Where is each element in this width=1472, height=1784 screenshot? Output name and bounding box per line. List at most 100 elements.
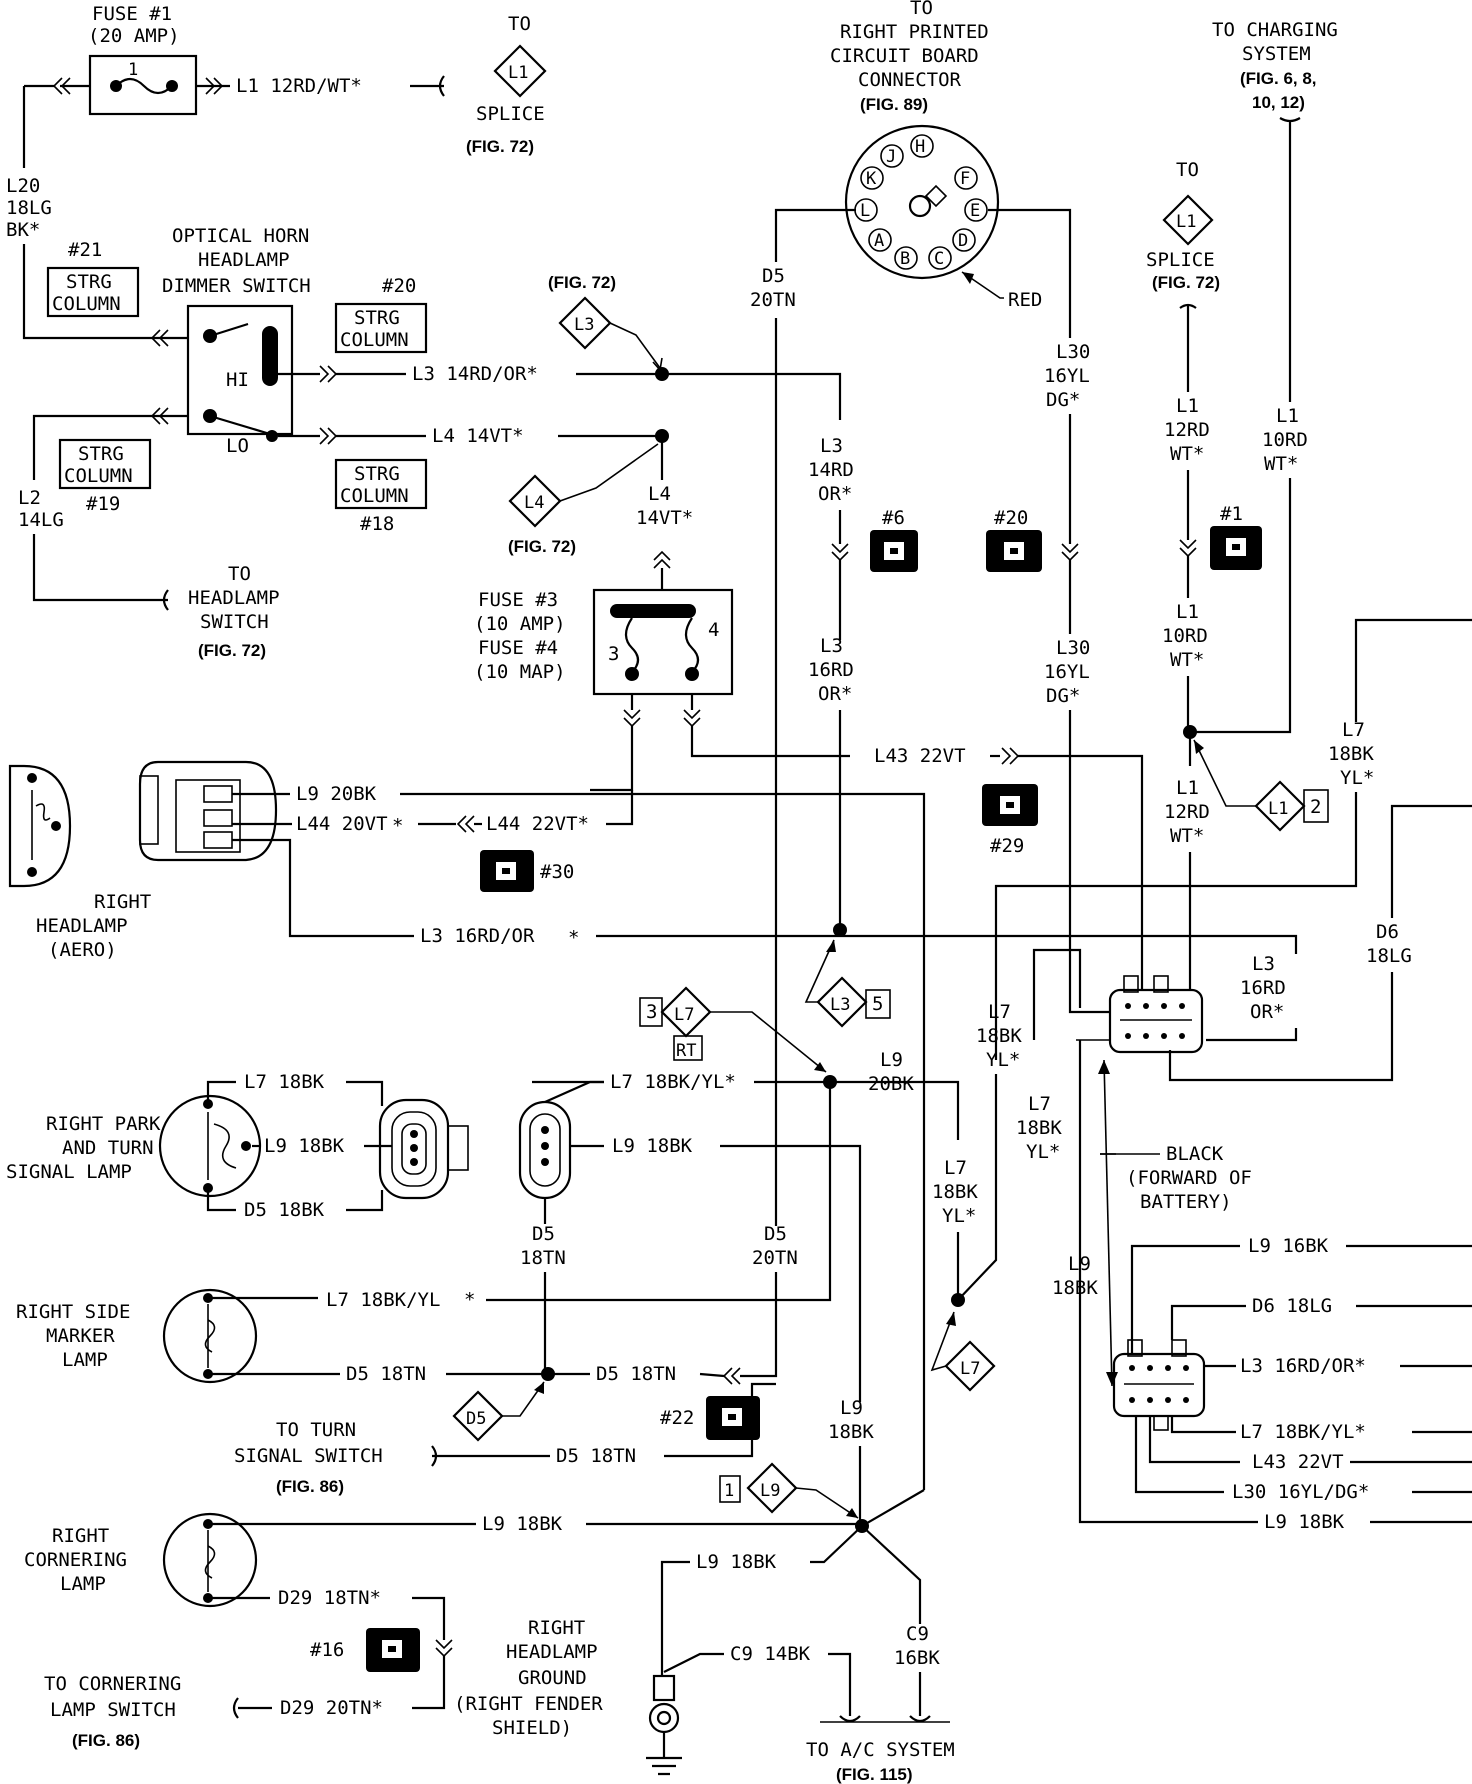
l1-10rd-a-1: L1 [1276, 405, 1299, 427]
lc-label-1: D6 18LG [1252, 1295, 1332, 1317]
pin-k: K [866, 169, 877, 189]
strg19-l1: STRG [78, 443, 124, 465]
fuse-1-title: FUSE #1 [92, 3, 172, 25]
d5-top-1: D5 [762, 265, 785, 287]
l20-1: L20 [6, 175, 40, 197]
l1-12rd-b-2: 12RD [1164, 801, 1210, 823]
strg-column-19: STRG COLUMN #19 [58, 438, 152, 515]
corner-d29: D29 18TN* [278, 1587, 381, 1609]
park-l1: RIGHT PARK [46, 1113, 161, 1135]
l3-long-star: * [568, 927, 579, 949]
charging-fig2: 10, 12) [1252, 93, 1305, 112]
l1-diamond2-id: L1 [1268, 799, 1288, 819]
conn30-label: #30 [540, 861, 574, 883]
l3-mid-2: 14RD [808, 459, 854, 481]
cs-l1: TO CORNERING [44, 1673, 181, 1695]
l3-16rd-2: 16RD [808, 659, 854, 681]
dimmer-switch: OPTICAL HORN HEADLAMP DIMMER SWITCH HI L… [150, 225, 311, 457]
l7-18bkyl-label: L7 18BK/YL* [610, 1071, 736, 1093]
hl-switch-l3: SWITCH [200, 611, 269, 633]
connector-1: #1 [1210, 503, 1262, 570]
headlamp-ground: RIGHT HEADLAMP GROUND (RIGHT FENDER SHIE… [454, 1617, 603, 1739]
l30-a-2: 16YL [1044, 365, 1090, 387]
charging-l1: TO CHARGING [1212, 19, 1338, 41]
connector-6: #6 [870, 507, 918, 572]
hl-l1: RIGHT [94, 891, 151, 913]
pin-f: F [960, 169, 970, 189]
l2-2: 14LG [18, 509, 64, 531]
marker-l2: MARKER [46, 1325, 115, 1347]
l7-v3-1: L7 [944, 1157, 967, 1179]
lc-label-2: L3 16RD/OR* [1240, 1355, 1366, 1377]
fuse-3-4: 3 4 FUSE #3 (10 AMP) FUSE #4 (10 MAP) [474, 588, 734, 696]
gnd-l5: SHIELD) [492, 1717, 572, 1739]
lower-right-connector [1112, 1339, 1206, 1431]
l7-diamond-label: L7 [960, 1359, 980, 1379]
splice-r-to: TO [1176, 159, 1199, 181]
turn-d5: D5 18TN [556, 1445, 636, 1467]
l7-right-1: L7 [1342, 719, 1365, 741]
strg-column-20: #20 STRG COLUMN [334, 275, 428, 354]
strg-column-21: #21 STRG COLUMN [46, 239, 140, 318]
l4-vert-2: 14VT* [636, 507, 693, 529]
l3-16rd-b-3: OR* [1250, 1001, 1284, 1023]
gnd-l1: RIGHT [528, 1617, 585, 1639]
strg18-l1: STRG [354, 463, 400, 485]
conn6-label: #6 [882, 507, 905, 529]
l9-gnd-label: L9 18BK [696, 1551, 777, 1573]
l44-b-label: L44 22VT* [486, 813, 589, 835]
l1-12rd-a-1: L1 [1176, 395, 1199, 417]
fuse-1-num: 1 [128, 60, 138, 80]
l3-long-label: L3 16RD/OR [420, 925, 535, 947]
l1-10rd-b-2: 10RD [1162, 625, 1208, 647]
l3-diamond5-num: 5 [872, 993, 883, 1015]
l1-12rd-b-3: WT* [1170, 825, 1204, 847]
l30-b-1: L30 [1056, 637, 1090, 659]
lc-label-4: L43 22VT [1252, 1451, 1344, 1473]
l4-top-label: L4 14VT* [432, 425, 524, 447]
l4-vert-1: L4 [648, 483, 671, 505]
l44-a-star: * [392, 815, 403, 837]
splice-r-fig: (FIG. 72) [1152, 273, 1220, 292]
d5-20tn-v-1: D5 [764, 1223, 787, 1245]
l7-v2-3: YL* [1026, 1141, 1060, 1163]
l1-10rd-a-3: WT* [1264, 453, 1298, 475]
pcb-l1: TO [910, 0, 933, 19]
l7-d3-num: 3 [646, 1001, 657, 1023]
cs-l2: LAMP SWITCH [50, 1699, 176, 1721]
marker-l7: L7 18BK/YL [326, 1289, 440, 1311]
connector-20: #20 [986, 507, 1042, 572]
corner-l3: LAMP [60, 1573, 106, 1595]
cornering-lamp-switch: TO CORNERING LAMP SWITCH (FIG. 86) [44, 1673, 181, 1750]
d5-diamond-label: D5 [466, 1409, 486, 1429]
hl-l3: (AERO) [48, 939, 117, 961]
l7-v1-1: L7 [988, 1001, 1011, 1023]
gnd-l4: (RIGHT FENDER [454, 1693, 603, 1715]
l7-d3-rt: RT [676, 1041, 696, 1061]
c9-16bk-2: 16BK [894, 1647, 940, 1669]
strg21-l2: COLUMN [52, 293, 121, 315]
corner-l2: CORNERING [24, 1549, 127, 1571]
strg20-l2: COLUMN [340, 329, 409, 351]
l1-top-label: L1 12RD/WT* [236, 75, 362, 97]
c9-14bk-label: C9 14BK [730, 1643, 811, 1665]
conn29-label: #29 [990, 835, 1024, 857]
l44-a-label: L44 20VT [296, 813, 388, 835]
conn19-id: #19 [86, 493, 120, 515]
l1-10rd-b-3: WT* [1170, 649, 1204, 671]
right-headlamp: RIGHT HEADLAMP (AERO) [8, 760, 278, 961]
pin-e: E [970, 201, 980, 221]
d5-18tn-b-label: D5 18TN [596, 1363, 676, 1385]
charging-system: TO CHARGING SYSTEM (FIG. 6, 8, 10, 12) [1212, 19, 1338, 112]
l20-2: 18LG [6, 197, 52, 219]
l3-16rd-3: OR* [818, 683, 852, 705]
conn22-label: #22 [660, 1407, 694, 1429]
charging-fig1: (FIG. 6, 8, [1240, 69, 1317, 88]
pcb-l3: CIRCUIT BOARD [830, 45, 979, 67]
d5-18tn-v-2: 18TN [520, 1247, 566, 1269]
lc-label-6: L9 18BK [1264, 1511, 1345, 1533]
conn20b-label: #20 [994, 507, 1028, 529]
l7-v2-2: 18BK [1016, 1117, 1062, 1139]
turn-fig: (FIG. 86) [276, 1477, 344, 1496]
dimmer-l3: DIMMER SWITCH [162, 275, 311, 297]
